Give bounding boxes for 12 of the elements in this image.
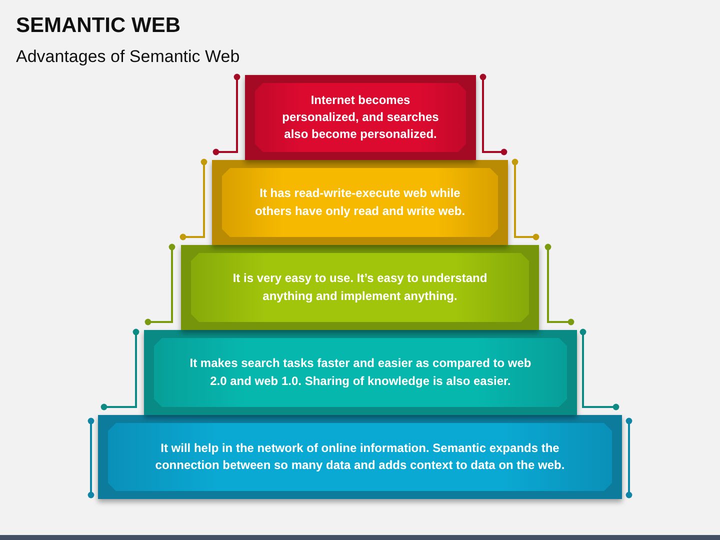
step-text: Internet becomes personalized, and searches also become personalized. (281, 92, 440, 144)
step-text: It is very easy to use. It’s easy to understand anything and implement anything. (232, 270, 488, 304)
step-box (144, 330, 577, 415)
step-text: It has read-write-execute web while others have only read and write web. (254, 185, 466, 220)
step-box (245, 75, 476, 160)
step-text: It makes search tasks faster and easier as compared to web 2.0 and web 1.0. Sharing of knowledge is also easier. (188, 355, 532, 390)
step-box (98, 415, 622, 499)
step-box (181, 245, 539, 330)
subtitle: Advantages of Semantic Web (16, 47, 240, 68)
step-text: It will help in the network of online information. Semantic expands the connection between so many data and adds context to data on the web. (154, 440, 566, 474)
step-box (212, 160, 508, 245)
page-title: SEMANTIC WEB (16, 13, 180, 38)
